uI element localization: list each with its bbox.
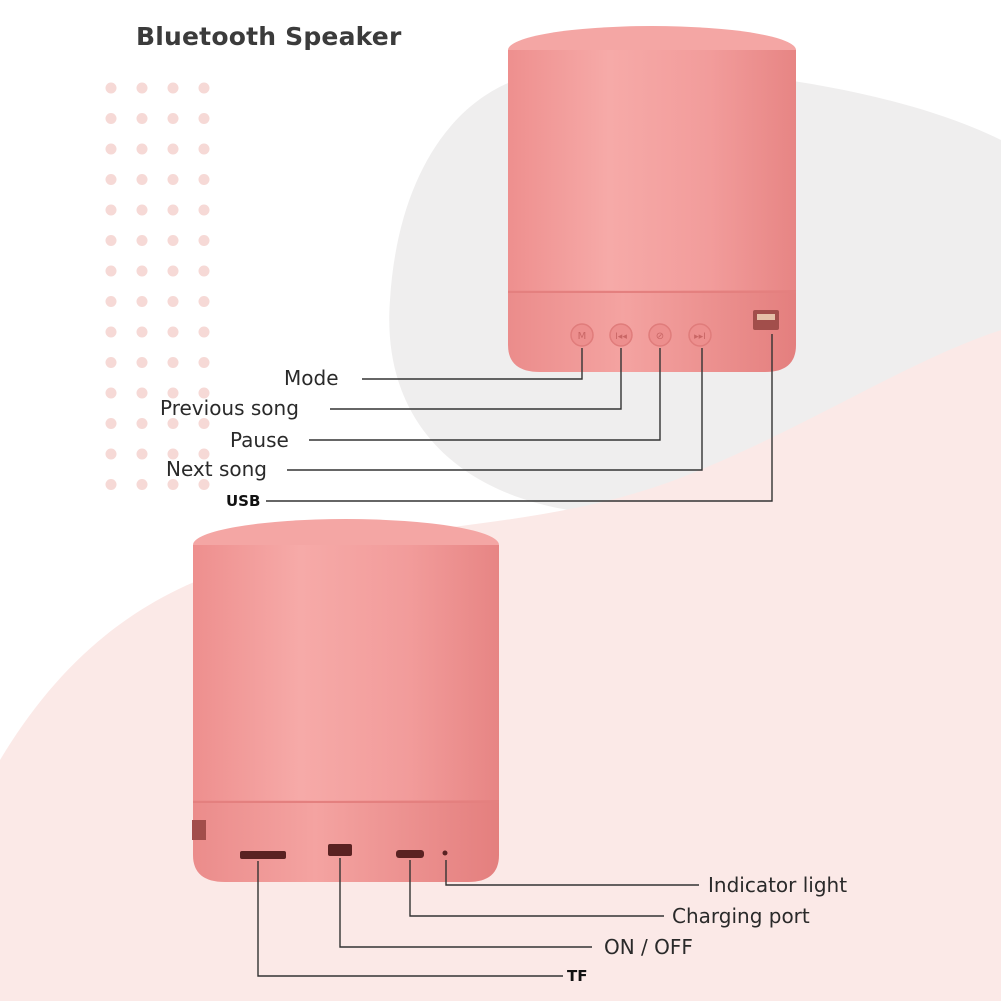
bottom-leader-lines: [257, 858, 699, 977]
decorative-dot: [198, 265, 210, 277]
decorative-dot: [167, 204, 179, 216]
decorative-dot: [105, 204, 117, 216]
charging-port: [396, 850, 424, 858]
label-mode: Mode: [284, 366, 339, 390]
decorative-dot: [198, 235, 210, 246]
mode-icon: M: [578, 331, 587, 342]
decorative-dot: [198, 357, 210, 368]
decorative-dot: [167, 174, 179, 185]
decorative-dot: [136, 387, 148, 399]
decorative-dot: [198, 387, 210, 399]
decorative-dot: [167, 387, 179, 399]
top-speaker: M I◂◂ ⊘ ▸▸I: [508, 26, 796, 372]
decorative-dot: [136, 204, 148, 216]
decorative-dot: [105, 448, 117, 460]
decorative-dot: [105, 296, 117, 307]
decorative-dot: [105, 357, 117, 368]
decorative-dot: [105, 113, 117, 124]
decorative-dots: [105, 82, 210, 490]
tf-card-slot: [240, 851, 286, 859]
decorative-dot: [167, 357, 179, 368]
decorative-dot: [167, 235, 179, 246]
decorative-dot: [105, 82, 117, 94]
top-speaker-buttons: M I◂◂ ⊘ ▸▸I: [570, 323, 712, 347]
decorative-dot: [105, 387, 117, 399]
decorative-dot: [136, 448, 148, 460]
decorative-dot: [198, 82, 210, 94]
decorative-dot: [136, 357, 148, 368]
previous-icon: I◂◂: [615, 332, 627, 342]
decorative-dot: [167, 296, 179, 307]
decorative-dot: [136, 296, 148, 307]
label-charging-port: Charging port: [672, 904, 810, 928]
decorative-dot: [198, 204, 210, 216]
decorative-dot: [167, 143, 179, 155]
decorative-dot: [136, 479, 148, 490]
decorative-dot: [167, 113, 179, 124]
page-title: Bluetooth Speaker: [136, 22, 402, 51]
label-pause: Pause: [230, 428, 289, 452]
decorative-dot: [167, 82, 179, 94]
decorative-dot: [136, 174, 148, 185]
decorative-dot: [105, 174, 117, 185]
previous-button: [609, 323, 633, 347]
decorative-dot: [105, 418, 117, 429]
next-icon: ▸▸I: [694, 332, 706, 342]
decorative-dot: [105, 265, 117, 277]
decorative-dot: [167, 265, 179, 277]
decorative-dot: [136, 418, 148, 429]
decorative-dot: [105, 235, 117, 246]
decorative-dot: [136, 82, 148, 94]
pause-button: [648, 323, 672, 347]
decorative-dot: [198, 143, 210, 155]
next-button: [688, 323, 712, 347]
label-tf: TF: [567, 967, 588, 985]
decorative-dot: [136, 326, 148, 338]
decorative-dot: [105, 326, 117, 338]
pause-icon: ⊘: [656, 331, 664, 342]
bottom-speaker: [192, 519, 499, 882]
decorative-dot: [136, 113, 148, 124]
decorative-dot: [136, 235, 148, 246]
decorative-dot: [105, 479, 117, 490]
decorative-dot: [198, 448, 210, 460]
label-next-song: Next song: [166, 457, 267, 481]
decorative-dot: [198, 113, 210, 124]
label-usb: USB: [226, 492, 261, 510]
decorative-dot: [105, 143, 117, 155]
decorative-dot: [167, 448, 179, 460]
indicator-light: [442, 850, 448, 856]
mode-button: [570, 323, 594, 347]
side-usb-port: [192, 820, 206, 840]
decorative-dot: [198, 296, 210, 307]
label-on-off: ON / OFF: [604, 935, 693, 959]
decorative-dot: [136, 265, 148, 277]
decorative-dot: [198, 418, 210, 429]
decorative-dot: [198, 479, 210, 490]
top-leader-lines: [266, 334, 773, 502]
decorative-dot: [136, 143, 148, 155]
decorative-dot: [198, 326, 210, 338]
decorative-dot: [167, 479, 179, 490]
decorative-dot: [167, 326, 179, 338]
label-indicator-light: Indicator light: [708, 873, 848, 897]
label-previous-song: Previous song: [160, 396, 299, 420]
on-off-switch: [328, 844, 352, 856]
decorative-dot: [198, 174, 210, 185]
decorative-dot: [167, 418, 179, 429]
